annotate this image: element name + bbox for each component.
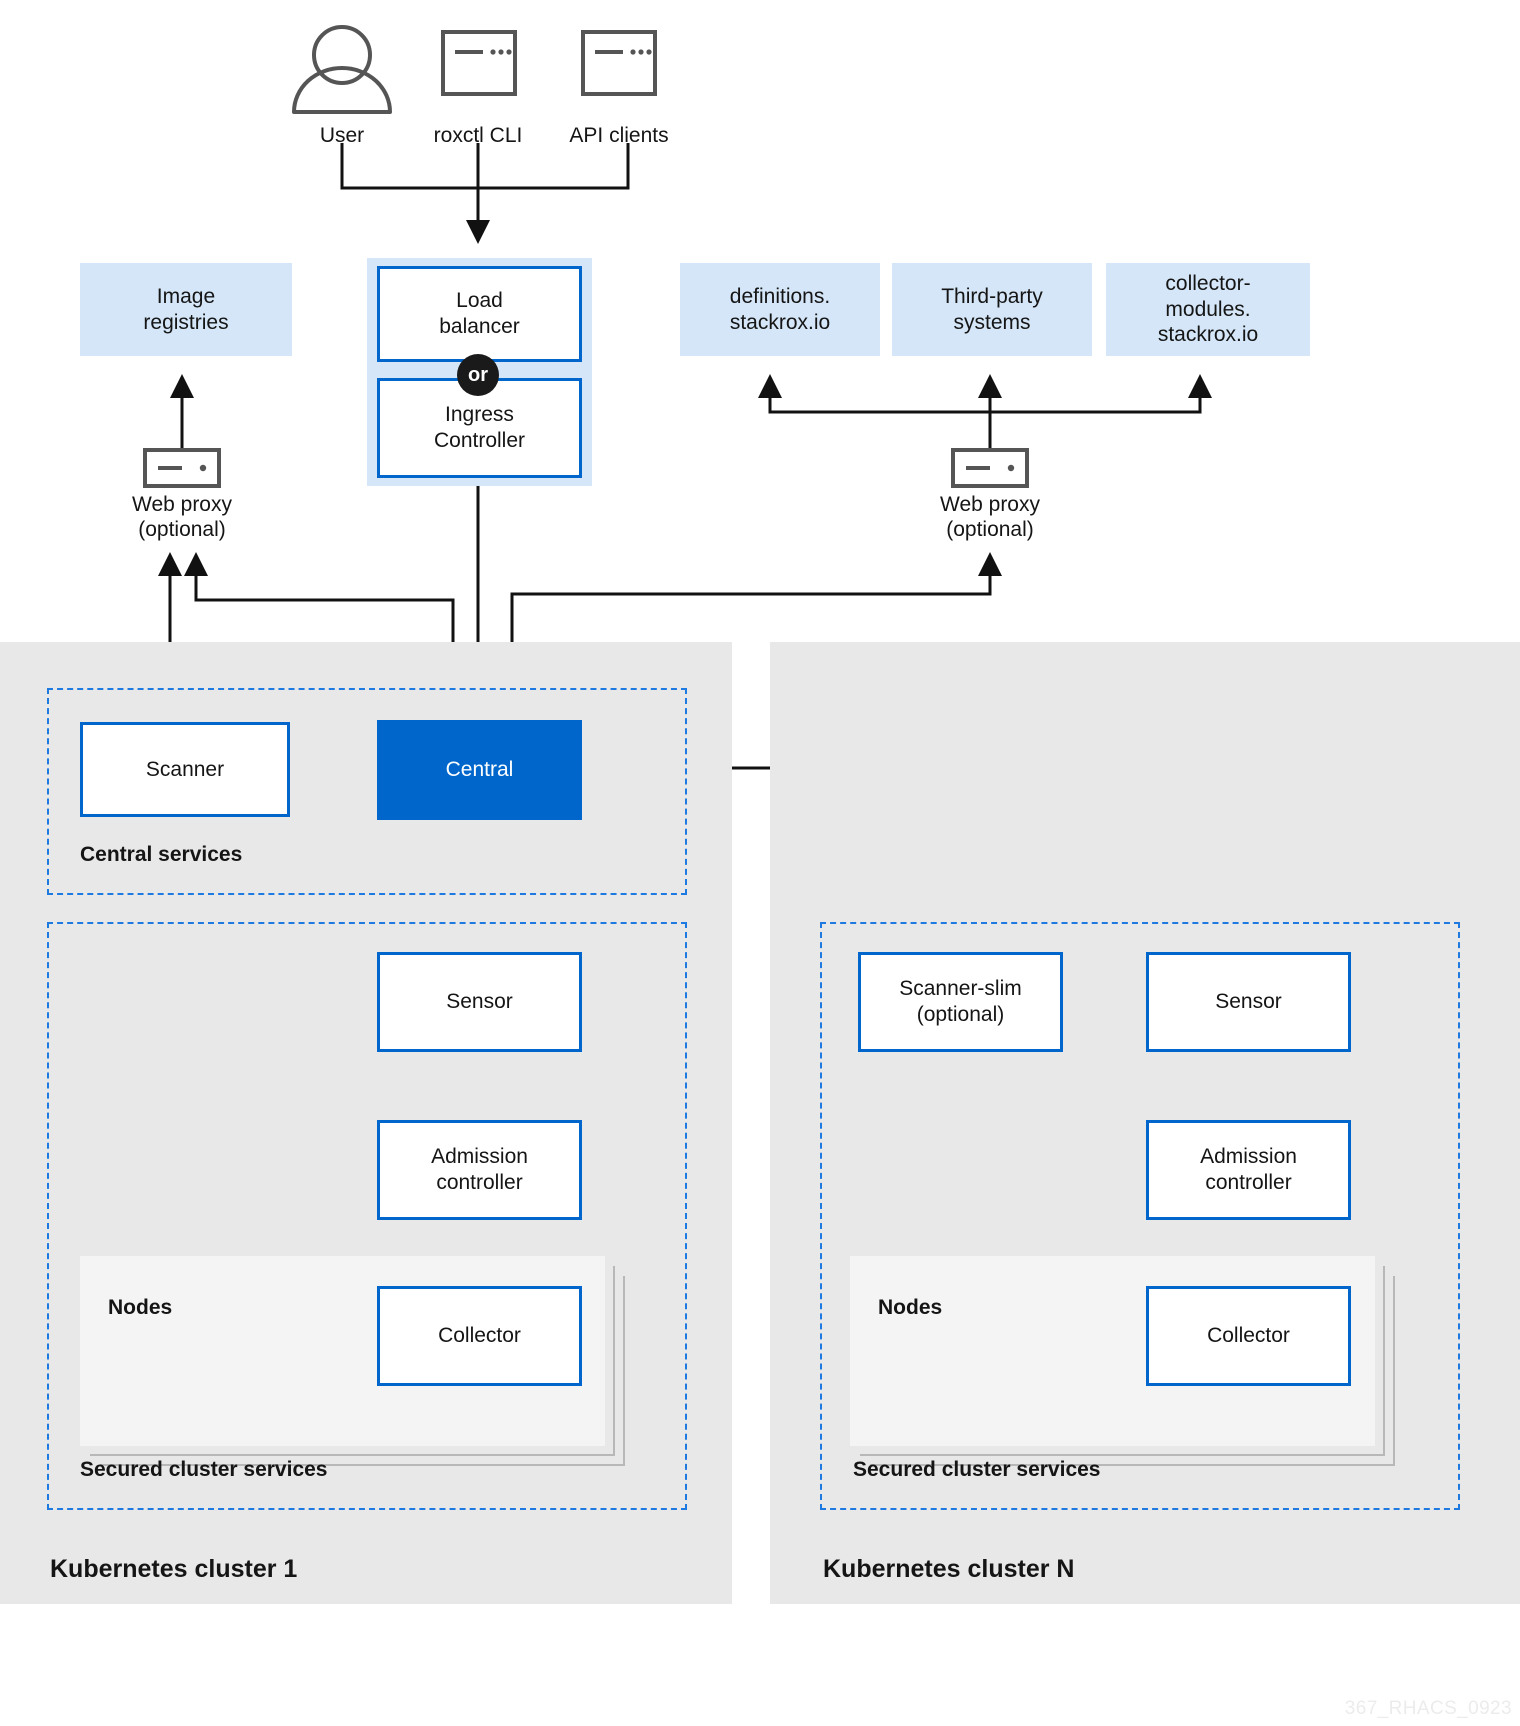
admission-controller-box-n[interactable]: Admission controller <box>1146 1120 1351 1220</box>
scanner-box[interactable]: Scanner <box>80 722 290 817</box>
scanner-slim-box-n[interactable]: Scanner-slim (optional) <box>858 952 1063 1052</box>
secured-cluster-services-zone-n <box>820 922 1460 1510</box>
actor-label-user: User <box>319 124 365 147</box>
watermark: 367_RHACS_0923 <box>1344 1698 1512 1719</box>
nodes-shadow-mid-n <box>860 1266 1385 1456</box>
central-label: Central <box>445 758 514 782</box>
secured-cluster-services-label-n: Secured cluster services <box>853 1458 1101 1481</box>
web-proxy-icon-left <box>143 448 221 488</box>
edge-webproxy-to-definitions <box>758 374 990 414</box>
ingress-line1: Ingress <box>445 403 514 427</box>
scanner-slim-line1: Scanner-slim <box>899 977 1022 1001</box>
secured-cluster-services-zone-1 <box>47 922 687 1510</box>
web-proxy-icon-right <box>951 448 1029 488</box>
sensor-label-n: Sensor <box>1215 990 1282 1014</box>
sensor-box-1[interactable]: Sensor <box>377 952 582 1052</box>
collector-box-1[interactable]: Collector <box>377 1286 582 1386</box>
admission-line2-n: controller <box>1205 1171 1292 1194</box>
kubernetes-cluster-1-label: Kubernetes cluster 1 <box>50 1555 298 1583</box>
load-balancer-box[interactable]: Load balancer <box>377 266 582 362</box>
web-proxy-left-line2: (optional) <box>138 518 226 542</box>
nodes-shadow-mid-1 <box>90 1266 615 1456</box>
edge-webproxy-to-collector-modules <box>990 374 1212 414</box>
scanner-slim-line2: (optional) <box>916 1003 1005 1026</box>
scanner-label: Scanner <box>145 757 225 781</box>
external-collector-modules-stackrox-io: collector- modules. stackrox.io <box>1106 263 1310 356</box>
admission-line1-n: Admission <box>1200 1145 1297 1169</box>
third-party-line1: Third-party <box>941 284 1043 308</box>
or-badge: or <box>457 354 499 396</box>
edge-user-to-bus <box>340 143 628 190</box>
load-balancer-line2: balancer <box>439 315 520 338</box>
central-services-label: Central services <box>80 843 243 866</box>
admission-controller-box-1[interactable]: Admission controller <box>377 1120 582 1220</box>
nodes-shadow-back-n <box>870 1276 1395 1466</box>
central-box[interactable]: Central <box>377 720 582 820</box>
user-icon <box>292 25 392 114</box>
web-proxy-right-caption: Web proxy (optional) <box>900 492 1080 542</box>
actor-label-api-clients: API clients <box>569 124 669 147</box>
window-icon-roxctl <box>441 30 517 96</box>
web-proxy-left-line1: Web proxy <box>132 493 232 516</box>
image-registries-line1: Image <box>156 284 216 308</box>
window-icon-api-clients <box>581 30 657 96</box>
web-proxy-right-line2: (optional) <box>946 518 1034 542</box>
external-third-party-systems: Third-party systems <box>892 263 1092 356</box>
web-proxy-right-line1: Web proxy <box>940 493 1040 516</box>
third-party-line2: systems <box>953 310 1031 334</box>
web-proxy-left-caption: Web proxy (optional) <box>92 492 272 542</box>
actor-label-roxctl: roxctl CLI <box>433 124 523 147</box>
collector-modules-line1: collector- <box>1165 272 1251 296</box>
admission-line2-1: controller <box>436 1171 523 1194</box>
nodes-shadow-back-1 <box>100 1276 625 1466</box>
admission-line1-1: Admission <box>431 1145 528 1169</box>
sensor-box-n[interactable]: Sensor <box>1146 952 1351 1052</box>
image-registries-line2: registries <box>143 310 229 334</box>
definitions-line2: stackrox.io <box>729 310 831 334</box>
nodes-label-n: Nodes <box>878 1296 943 1319</box>
load-balancer-line1: Load <box>456 289 503 313</box>
central-services-zone <box>47 688 687 895</box>
external-image-registries: Image registries <box>80 263 292 356</box>
kubernetes-cluster-n-label: Kubernetes cluster N <box>823 1555 1075 1583</box>
secured-cluster-services-label-1: Secured cluster services <box>80 1458 328 1481</box>
definitions-line1: definitions. <box>729 284 831 308</box>
nodes-label-1: Nodes <box>108 1296 173 1319</box>
external-definitions-stackrox-io: definitions. stackrox.io <box>680 263 880 356</box>
collector-modules-line2: modules. <box>1165 297 1251 321</box>
collector-label-n: Collector <box>1207 1324 1290 1348</box>
ingress-line2: Controller <box>433 429 526 452</box>
collector-box-n[interactable]: Collector <box>1146 1286 1351 1386</box>
collector-modules-line3: stackrox.io <box>1157 323 1259 347</box>
edge-api-to-bus <box>342 143 630 190</box>
sensor-label-1: Sensor <box>446 990 513 1014</box>
collector-label-1: Collector <box>438 1324 521 1348</box>
